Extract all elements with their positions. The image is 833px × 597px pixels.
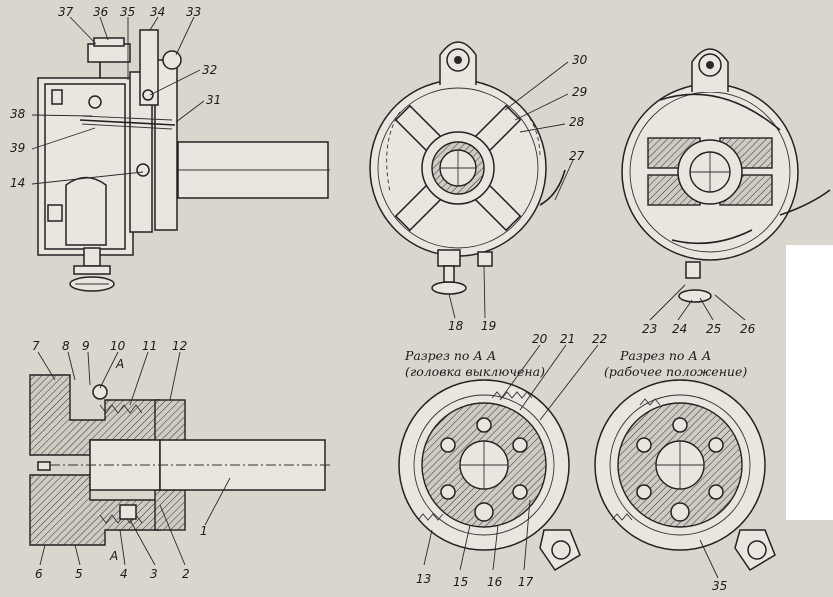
callout-6: 6 <box>35 567 43 581</box>
callout-39: 39 <box>10 141 25 155</box>
section-view-leaders <box>37 351 231 566</box>
callout-28: 28 <box>569 115 585 129</box>
callout-36: 36 <box>93 5 109 19</box>
blank-panel <box>786 245 833 520</box>
callout-35-working: 35 <box>712 579 727 593</box>
callout-20: 20 <box>532 332 548 346</box>
callout-31: 31 <box>206 93 221 107</box>
front-view-leaders <box>448 61 574 319</box>
rear-view <box>621 48 831 303</box>
callout-12: 12 <box>172 339 187 353</box>
callout-27: 27 <box>569 149 585 163</box>
front-view <box>369 41 566 295</box>
callout-14: 14 <box>10 176 25 190</box>
working-caption-1: Разрез по А А <box>619 348 711 363</box>
callout-25: 25 <box>706 322 721 336</box>
callout-8: 8 <box>62 339 70 353</box>
callout-7: 7 <box>32 339 40 353</box>
callout-30: 30 <box>572 53 588 67</box>
callout-16: 16 <box>487 575 503 589</box>
callout-29: 29 <box>572 85 587 99</box>
callout-5: 5 <box>75 567 83 581</box>
side-view-labels: 37 36 35 34 33 32 31 38 39 14 <box>10 5 221 190</box>
callout-17: 17 <box>518 575 534 589</box>
working-caption-2: (рабочее положение) <box>604 364 747 379</box>
callout-21: 21 <box>560 332 575 346</box>
section-mark-top: A <box>115 357 124 371</box>
callout-26: 26 <box>740 322 756 336</box>
callout-24: 24 <box>672 322 687 336</box>
callout-13: 13 <box>416 572 431 586</box>
cut-off-labels: 20 21 22 13 15 16 17 Разрез по А А (голо… <box>404 332 607 589</box>
callout-9: 9 <box>82 339 90 353</box>
side-view <box>37 29 330 292</box>
callout-23: 23 <box>642 322 657 336</box>
callout-32: 32 <box>202 63 217 77</box>
callout-34: 34 <box>150 5 165 19</box>
working-section <box>594 379 776 572</box>
callout-22: 22 <box>592 332 607 346</box>
callout-4: 4 <box>120 567 128 581</box>
section-mark-bottom: A <box>109 549 118 563</box>
callout-33: 33 <box>186 5 201 19</box>
callout-11: 11 <box>142 339 157 353</box>
front-view-labels: 30 29 28 27 18 19 <box>448 53 588 333</box>
working-leaders <box>699 539 719 579</box>
callout-19: 19 <box>481 319 496 333</box>
cut-off-caption-1: Разрез по А А <box>404 348 496 363</box>
rear-view-leaders <box>649 284 746 321</box>
callout-2: 2 <box>182 567 190 581</box>
callout-37: 37 <box>58 5 74 19</box>
working-labels: 35 Разрез по А А (рабочее положение) <box>604 348 747 593</box>
callout-18: 18 <box>448 319 464 333</box>
callout-35: 35 <box>120 5 135 19</box>
callout-3: 3 <box>150 567 158 581</box>
section-view-labels: 7 8 9 10 11 12 1 2 3 4 5 6 A A <box>32 339 208 581</box>
callout-15: 15 <box>453 575 468 589</box>
cut-off-caption-2: (головка выключена) <box>405 364 545 379</box>
section-view <box>29 374 330 546</box>
callout-38: 38 <box>10 107 26 121</box>
callout-10: 10 <box>110 339 126 353</box>
cut-off-leaders <box>423 344 599 571</box>
callout-1: 1 <box>200 524 208 538</box>
cut-off-section <box>398 379 570 551</box>
side-view-leaders <box>31 16 205 185</box>
rear-view-labels: 23 24 25 26 <box>642 322 756 336</box>
